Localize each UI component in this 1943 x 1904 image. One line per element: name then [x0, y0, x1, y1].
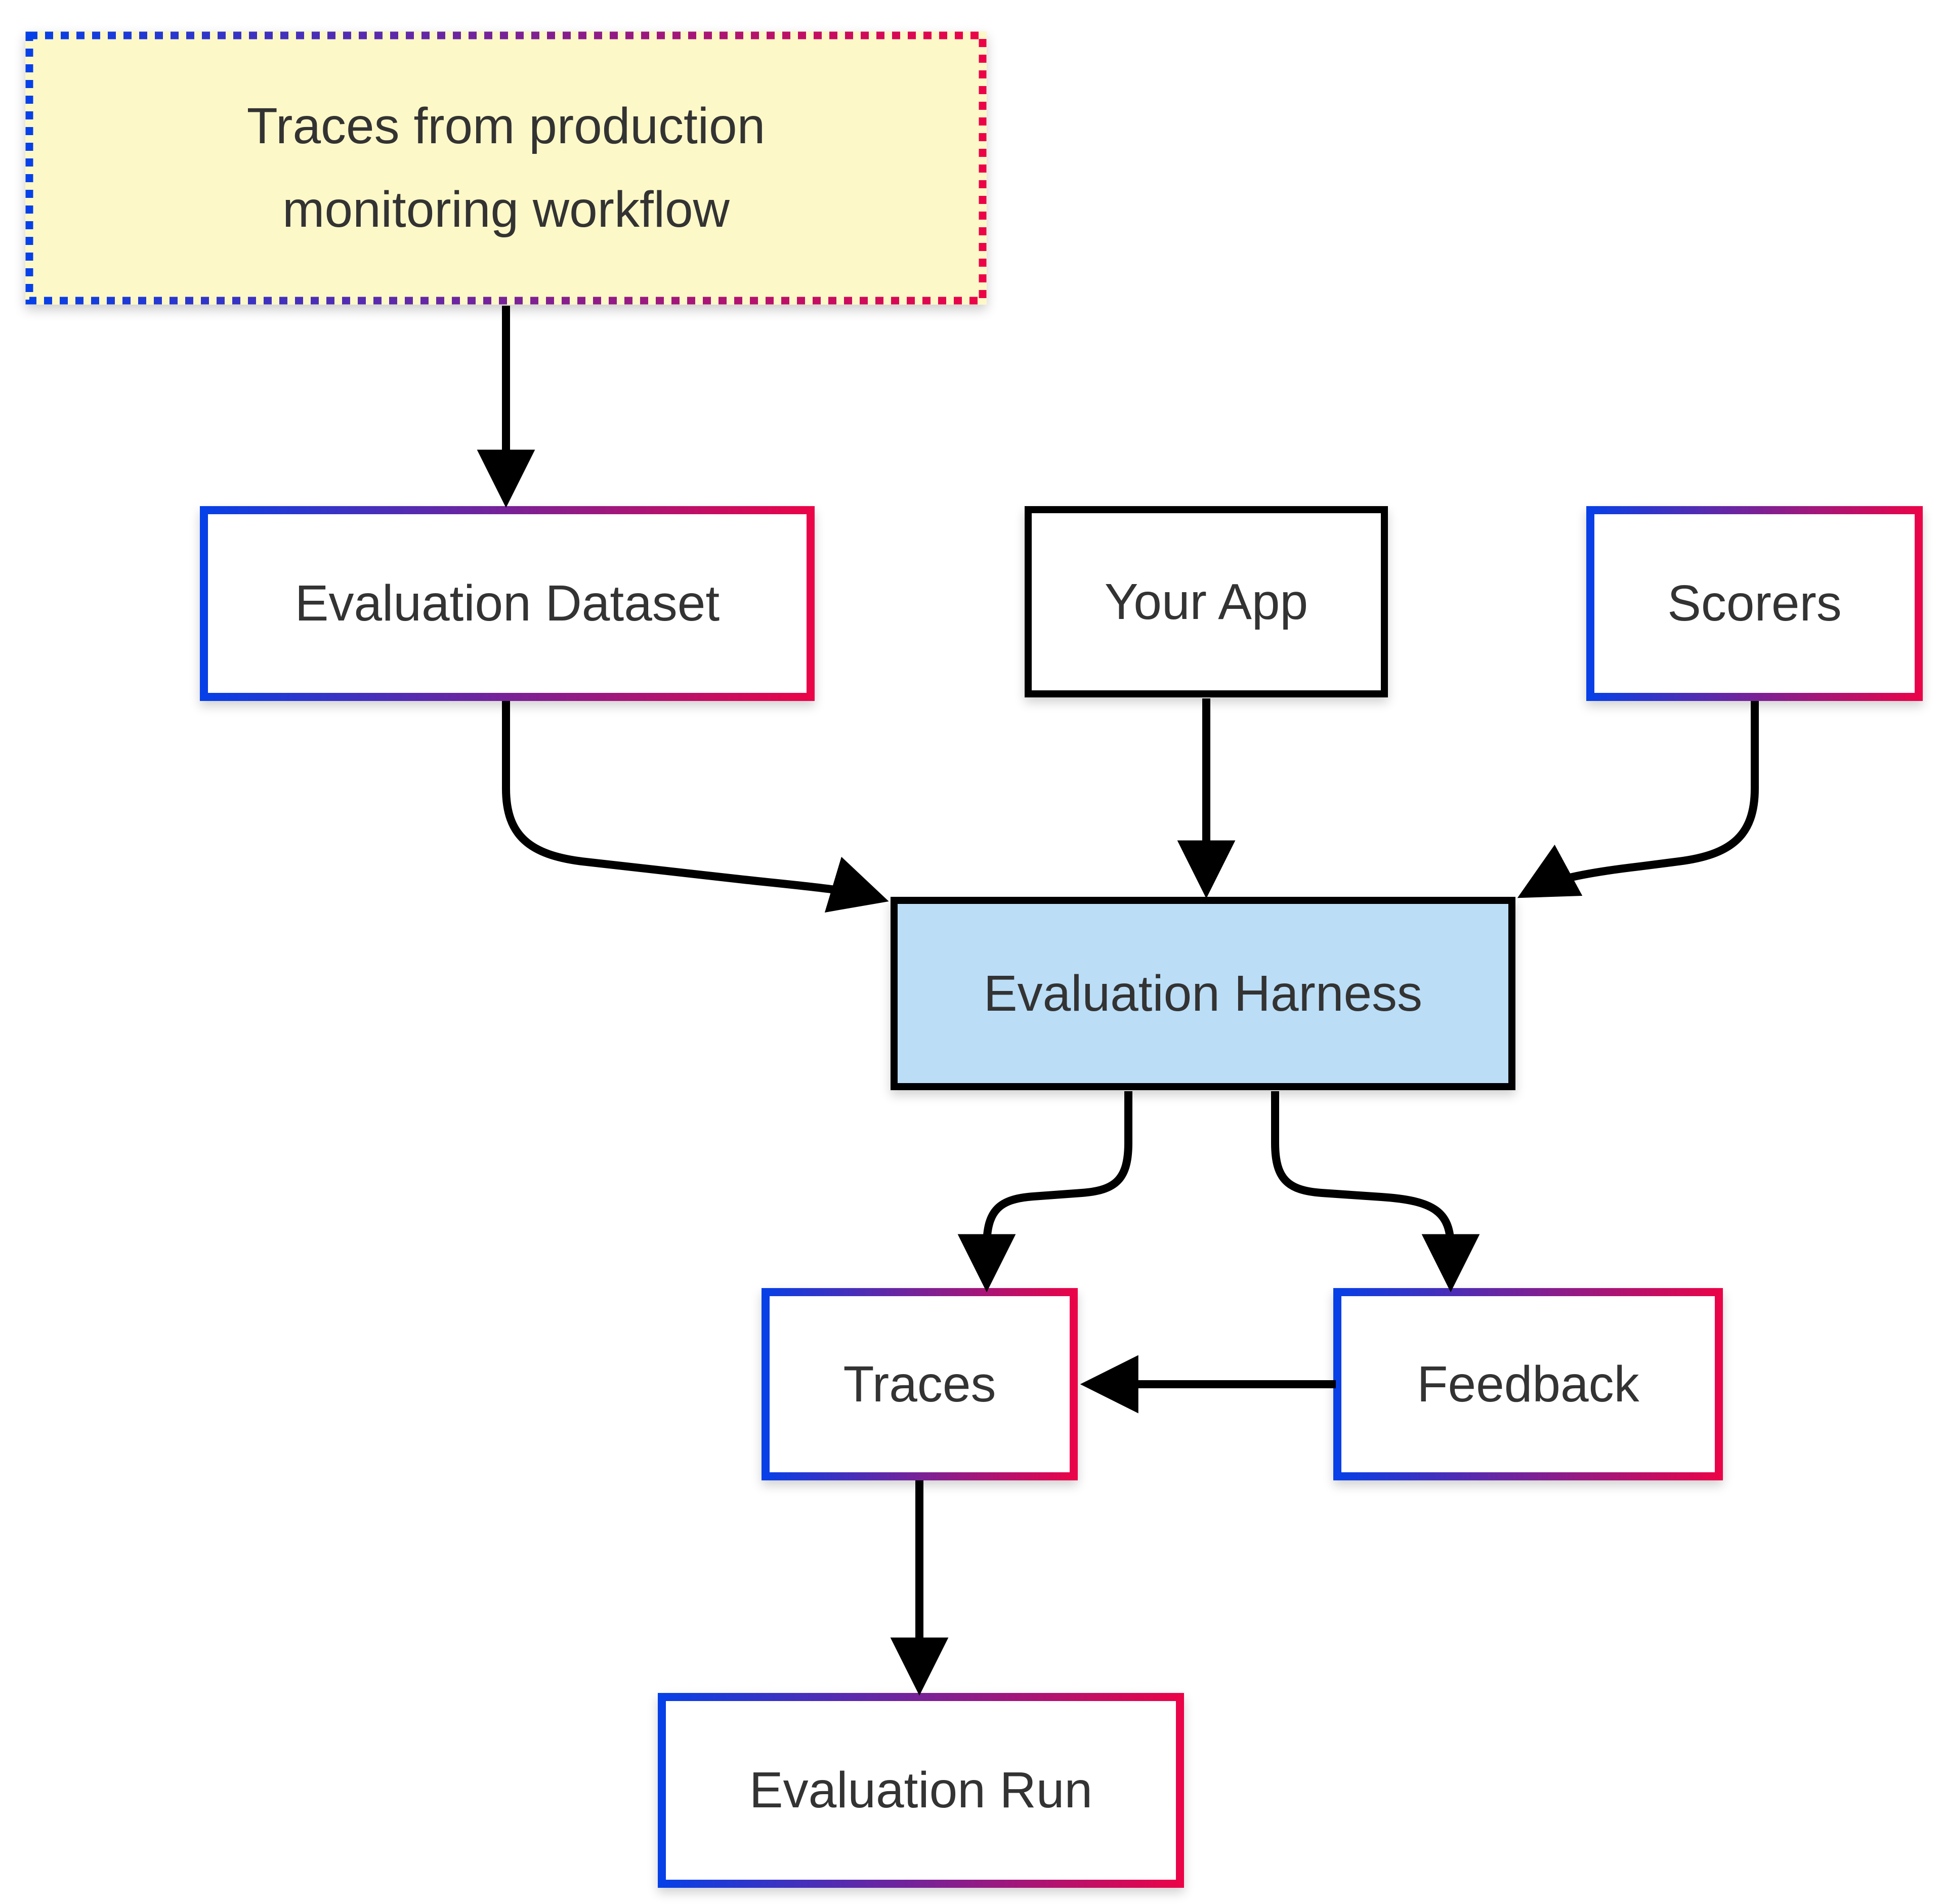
edge-harness-to-feedback — [1271, 1091, 1480, 1293]
node-evaluation-run: Evaluation Run — [658, 1693, 1184, 1888]
node-your-app-label: Your App — [1104, 573, 1308, 630]
node-traces-label: Traces — [843, 1355, 996, 1413]
node-your-app: Your App — [1025, 506, 1388, 697]
node-scorers: Scorers — [1586, 506, 1923, 701]
node-evaluation-harness-label: Evaluation Harness — [983, 965, 1423, 1022]
edge-harness-to-traces — [957, 1091, 1132, 1293]
node-feedback: Feedback — [1333, 1288, 1723, 1480]
node-evaluation-dataset: Evaluation Dataset — [200, 506, 815, 701]
node-evaluation-run-label: Evaluation Run — [749, 1762, 1093, 1818]
node-production-traces-label: Traces from production monitoring workfl… — [246, 98, 766, 238]
node-scorers-label: Scorers — [1667, 575, 1842, 632]
edge-dataset-to-harness — [502, 701, 889, 913]
node-production-traces: Traces from production monitoring workfl… — [25, 31, 987, 305]
edge-scorers-to-harness — [1517, 701, 1759, 898]
node-evaluation-dataset-label: Evaluation Dataset — [294, 575, 720, 632]
node-traces: Traces — [762, 1288, 1078, 1480]
node-feedback-label: Feedback — [1417, 1355, 1639, 1413]
node-evaluation-harness: Evaluation Harness — [891, 897, 1515, 1090]
